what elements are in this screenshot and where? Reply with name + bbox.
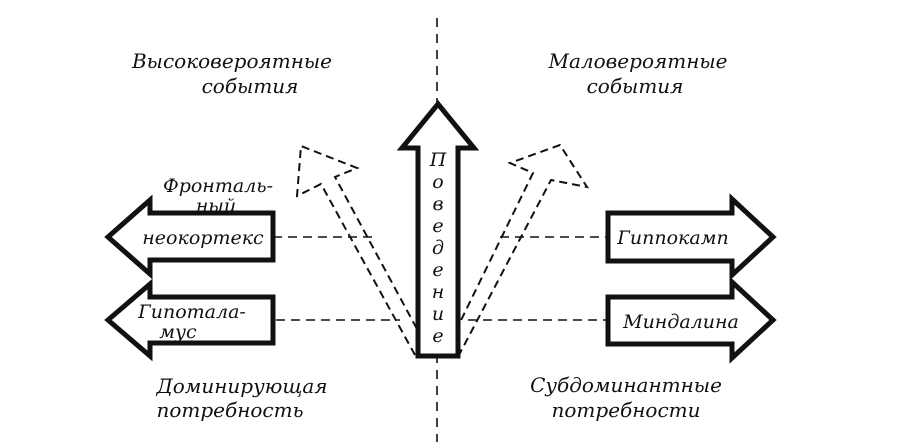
bottom-right-caption-line1: Субдоминантные (530, 373, 722, 397)
behavior-letter: д (432, 237, 444, 259)
behavior-letter: е (432, 325, 443, 347)
behavior-label: П о в е д е н и е (429, 149, 447, 347)
behavior-arrow (396, 100, 480, 359)
bottom-right-caption-line2: потребности (552, 398, 701, 422)
behavior-letter: П (429, 149, 447, 171)
hippocampus-label: Гиппокамп (616, 227, 728, 249)
top-left-caption-line1: Высоковероятные (131, 49, 332, 73)
hippocampus-arrow (605, 193, 777, 281)
left-dashed-arrow (295, 144, 432, 356)
hypothalamus-arrow (104, 278, 276, 362)
top-left-caption-line2: события (202, 74, 299, 98)
behavior-letter: о (432, 171, 443, 193)
frontal-cortex-label-line3: неокортекс (142, 227, 264, 249)
top-right-caption-line1: Маловероятные (547, 49, 727, 73)
right-dashed-arrow (443, 143, 590, 356)
bottom-left-caption-line2: потребность (156, 398, 303, 422)
behavior-letter: в (432, 193, 443, 215)
top-right-caption-line2: события (587, 74, 684, 98)
frontal-cortex-arrow (104, 194, 276, 280)
hypothalamus-label-line2: мус (159, 321, 197, 343)
frontal-cortex-label-line2: ный (196, 195, 236, 217)
amygdala-label: Миндалина (622, 311, 739, 333)
frontal-cortex-label-line1: Фронталь- (163, 175, 273, 197)
amygdala-arrow (605, 276, 777, 364)
behavior-letter: е (432, 259, 443, 281)
behavior-letter: и (432, 303, 444, 325)
bottom-left-caption-line1: Доминирующая (155, 374, 327, 398)
hypothalamus-label-line1: Гипотала- (137, 301, 246, 323)
behavior-letter: н (432, 281, 445, 303)
behavior-letter: е (432, 215, 443, 237)
